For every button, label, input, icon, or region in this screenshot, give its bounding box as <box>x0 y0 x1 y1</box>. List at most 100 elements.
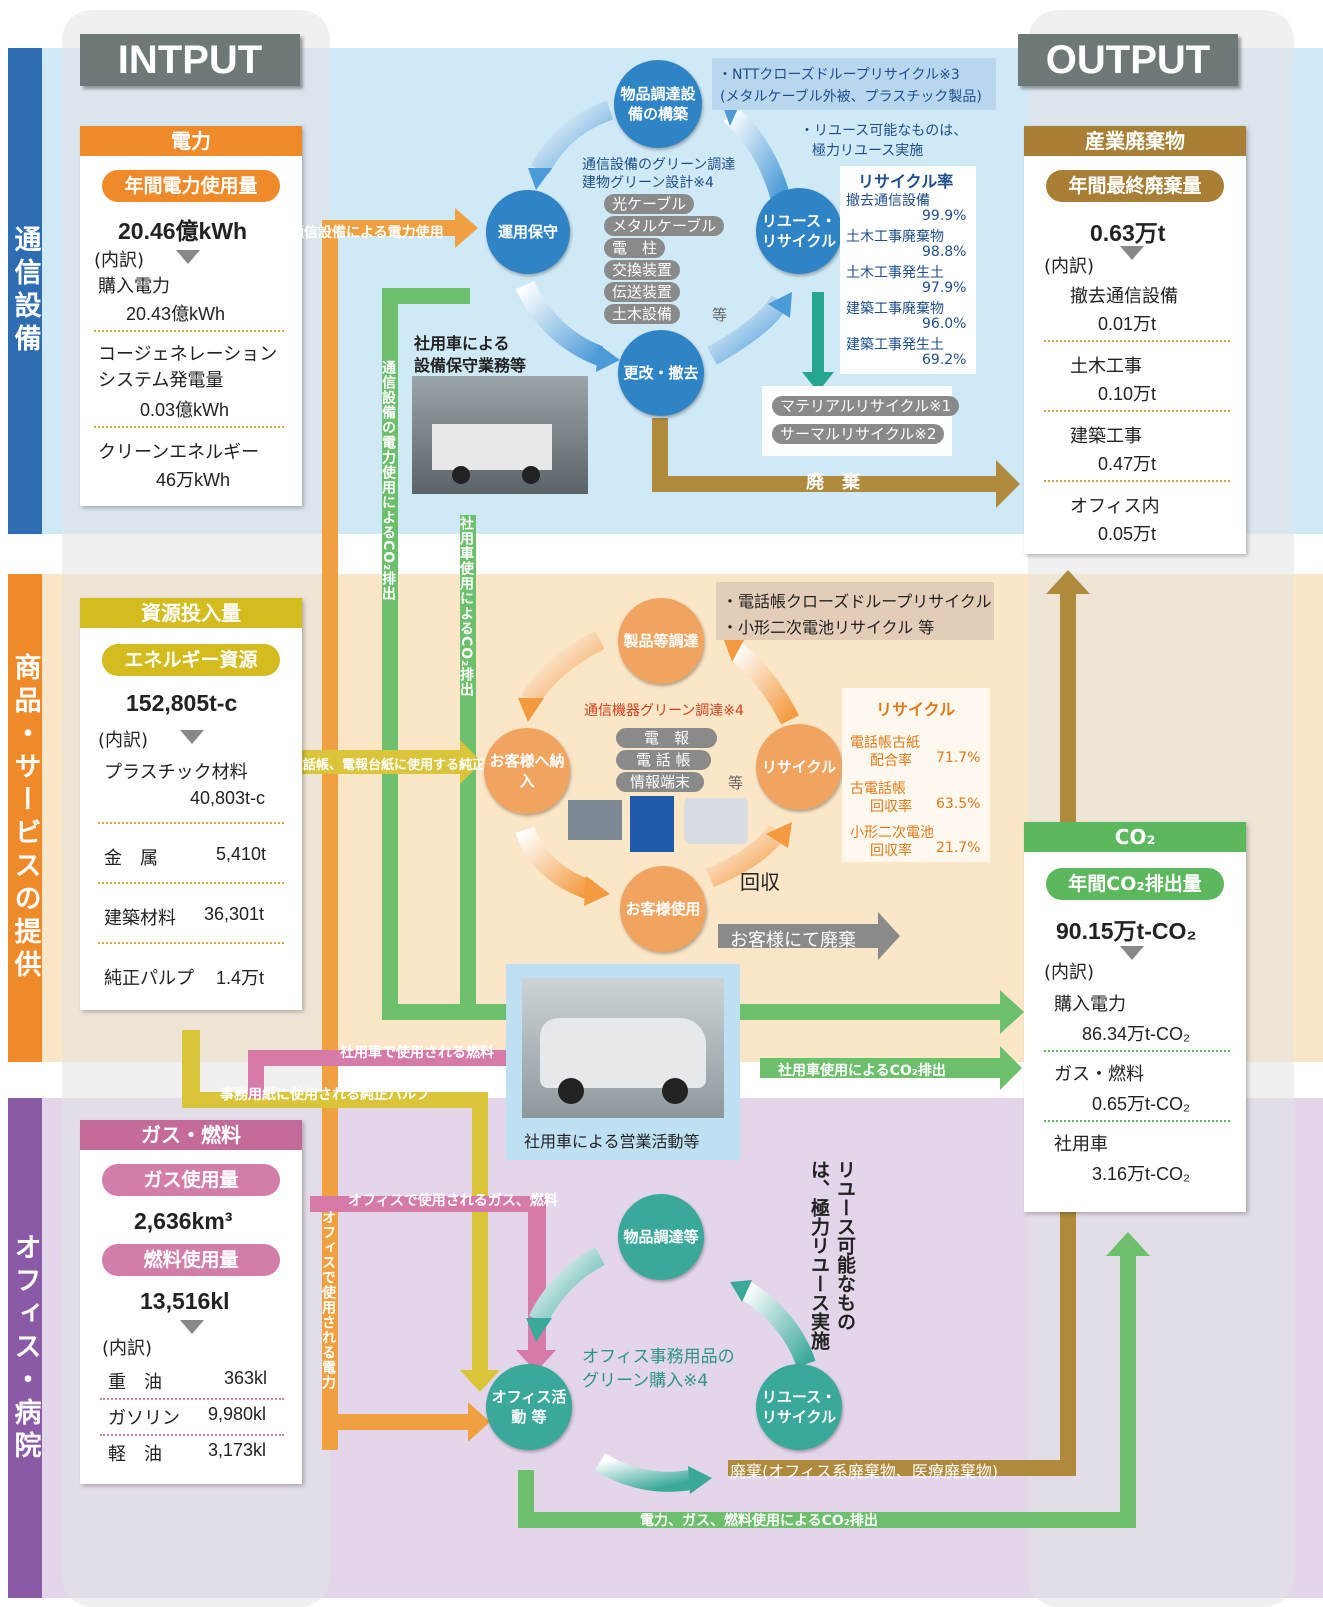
prod-items-etc: 等 <box>728 774 744 792</box>
divider <box>1044 1050 1230 1052</box>
prod-note1: ・電話帳クローズドループリサイクル <box>722 592 992 611</box>
comm-disposal-label: 廃 棄 <box>806 472 860 493</box>
prod-rate-value: 71.7% <box>936 750 981 766</box>
equipment-chip: メタルケーブル <box>604 216 725 236</box>
office-disposal-label: 廃棄(オフィス系廃棄物、医療廃棄物) <box>730 1462 999 1481</box>
recycle-type-box: マテリアルリサイクル※1 サーマルリサイクル※2 <box>762 386 960 456</box>
gas-item-value: 363kl <box>224 1368 268 1388</box>
electricity-item-value: 46万kWh <box>156 470 231 490</box>
electricity-item-label: 購入電力 <box>98 276 170 297</box>
comm-closed-note2: (メタルケーブル外被、プラスチック製品) <box>720 89 982 105</box>
resources-item-label: 金 属 <box>104 848 158 869</box>
prod-rate-label2: 回収率 <box>870 799 912 815</box>
material-recycle-chip: マテリアルリサイクル※1 <box>772 396 960 416</box>
gas-item-label: 軽 油 <box>108 1444 162 1465</box>
divider <box>94 426 284 428</box>
divider <box>98 822 284 824</box>
divider <box>1044 340 1230 342</box>
maintenance-truck-photo <box>412 376 588 494</box>
electricity-card: 電力 年間電力使用量 20.46億kWh (内訳) 購入電力 20.43億kWh… <box>80 126 302 506</box>
co2-title: CO₂ <box>1024 822 1246 852</box>
electricity-item-value: 0.03億kWh <box>140 400 230 420</box>
comm-rate-label: 土木工事発生土 <box>846 265 944 281</box>
gas-card: ガス・燃料 ガス使用量 2,636km³ 燃料使用量 13,516kl (内訳)… <box>80 1120 302 1484</box>
thermal-recycle-chip: サーマルリサイクル※2 <box>772 424 945 444</box>
sales-car-panel: 社用車による営業活動等 <box>506 964 740 1160</box>
comm-rate-value: 97.9% <box>922 280 967 296</box>
gas-breakdown-label: (内訳) <box>102 1338 153 1359</box>
booklet-image <box>630 796 674 852</box>
co2-item-label: 社用車 <box>1054 1134 1108 1155</box>
resources-item-label: 建築材料 <box>104 908 176 929</box>
resources-card: 資源投入量 エネルギー資源 152,805t-c (内訳) プラスチック材料 4… <box>80 598 302 1010</box>
comm-rate-value: 99.9% <box>922 208 967 224</box>
prod-deliver-node: お客様へ納入 <box>484 728 570 814</box>
comm-rates-box: リサイクル率 撤去通信設備 99.9% 土木工事廃棄物 98.8% 土木工事発生… <box>840 166 976 374</box>
divider <box>98 942 284 944</box>
co2-card: CO₂ 年間CO₂排出量 90.15万t-CO₂ (内訳) 購入電力 86.34… <box>1024 822 1246 1212</box>
office-procure-node: 物品調達等 <box>618 1194 704 1280</box>
electricity-total: 20.46億kWh <box>118 218 248 244</box>
office-co2-label: 電力、ガス、燃料使用によるCO₂排出 <box>640 1513 878 1529</box>
office-pulp-label: 事務用紙に使用される純正パルプ <box>220 1087 430 1103</box>
truck-wheel-shape <box>522 466 540 484</box>
prod-closed-loop-box: ・電話帳クローズドループリサイクル ・小形二次電池リサイクル 等 <box>716 582 994 640</box>
resources-item-value: 1.4万t <box>216 968 265 988</box>
co2-breakdown-label: (内訳) <box>1044 962 1095 983</box>
comm-co2-label: 通信設備の電力使用によるCO₂排出 <box>380 360 396 602</box>
resources-item-label: プラスチック材料 <box>104 762 248 783</box>
prod-rate-label: 小形二次電池 <box>850 825 934 841</box>
truck-wheel-shape <box>452 466 470 484</box>
fuel-pill: 燃料使用量 <box>102 1244 280 1276</box>
prod-rate-label2: 配合率 <box>870 753 912 769</box>
comm-reuse-note2: 極力リユース実施 <box>812 143 924 159</box>
comm-power-arrow <box>322 208 478 248</box>
prod-rate-value: 63.5% <box>936 796 981 812</box>
co2-item-value: 0.65万t-CO₂ <box>1092 1094 1191 1114</box>
comm-rates-title: リサイクル率 <box>858 172 954 191</box>
comm-rate-value: 96.0% <box>922 316 967 332</box>
comm-rate-label: 建築工事発生土 <box>846 337 944 353</box>
waste-item-label: 土木工事 <box>1070 356 1142 377</box>
waste-item-value: 0.10万t <box>1098 384 1157 404</box>
prod-item-chip: 電 話 帳 <box>616 750 711 770</box>
prod-item-chip: 電 報 <box>616 728 718 748</box>
office-gas-label: オフィスで使用されるガス、燃料 <box>348 1193 558 1209</box>
down-triangle-icon <box>1120 246 1144 260</box>
down-triangle-icon <box>1120 946 1144 960</box>
co2-total: 90.15万t-CO₂ <box>1056 918 1197 944</box>
resources-pill: エネルギー資源 <box>102 644 280 676</box>
waste-title: 産業廃棄物 <box>1024 126 1246 156</box>
electricity-item-label: クリーンエネルギー <box>98 442 260 463</box>
resources-item-value: 5,410t <box>216 844 267 864</box>
divider <box>1044 410 1230 412</box>
car-wheel-shape <box>558 1078 584 1104</box>
prod-recycle-box: リサイクル 電話帳古紙 配合率 71.7% 古電話帳 回収率 63.5% 小形二… <box>842 688 990 862</box>
waste-pill: 年間最終廃棄量 <box>1046 170 1224 202</box>
sales-car-photo <box>522 978 724 1118</box>
comm-reuse-node: リユース・リサイクル <box>756 188 842 274</box>
gas-value: 2,636km³ <box>134 1208 233 1234</box>
office-power-label: オフィスで使用される電力 <box>320 1210 336 1390</box>
comm-closed-loop-box: ・NTTクローズドループリサイクル※3 (メタルケーブル外被、プラスチック製品) <box>712 58 996 110</box>
equipment-chip: 伝送装置 <box>604 282 681 302</box>
output-header: OUTPUT <box>1018 34 1238 86</box>
prod-procure-node: 製品等調達 <box>618 598 704 684</box>
paper-pulp-label: 電話帳、電報台紙に使用する純正パルプ <box>290 758 525 773</box>
fuel-value: 13,516kl <box>140 1288 230 1314</box>
prod-use-node: お客様使用 <box>620 866 706 952</box>
comm-rate-label: 撤去通信設備 <box>846 193 930 209</box>
resources-title: 資源投入量 <box>80 598 302 628</box>
car-co2-vertical-label: 社用車使用によるCO₂排出 <box>458 516 474 698</box>
divider <box>94 330 284 332</box>
gas-item-label: 重 油 <box>108 1372 162 1393</box>
car-co2-label: 社用車使用によるCO₂排出 <box>778 1063 946 1079</box>
electricity-item-label: コージェネレーション <box>98 344 278 365</box>
resources-breakdown-label: (内訳) <box>98 730 149 751</box>
telephone-image <box>684 798 748 844</box>
truck-body-shape <box>432 424 552 470</box>
sales-car-caption: 社用車による営業活動等 <box>524 1132 700 1151</box>
divider <box>100 1434 284 1436</box>
waste-item-value: 0.05万t <box>1098 524 1157 544</box>
waste-breakdown-label: (内訳) <box>1044 256 1095 277</box>
